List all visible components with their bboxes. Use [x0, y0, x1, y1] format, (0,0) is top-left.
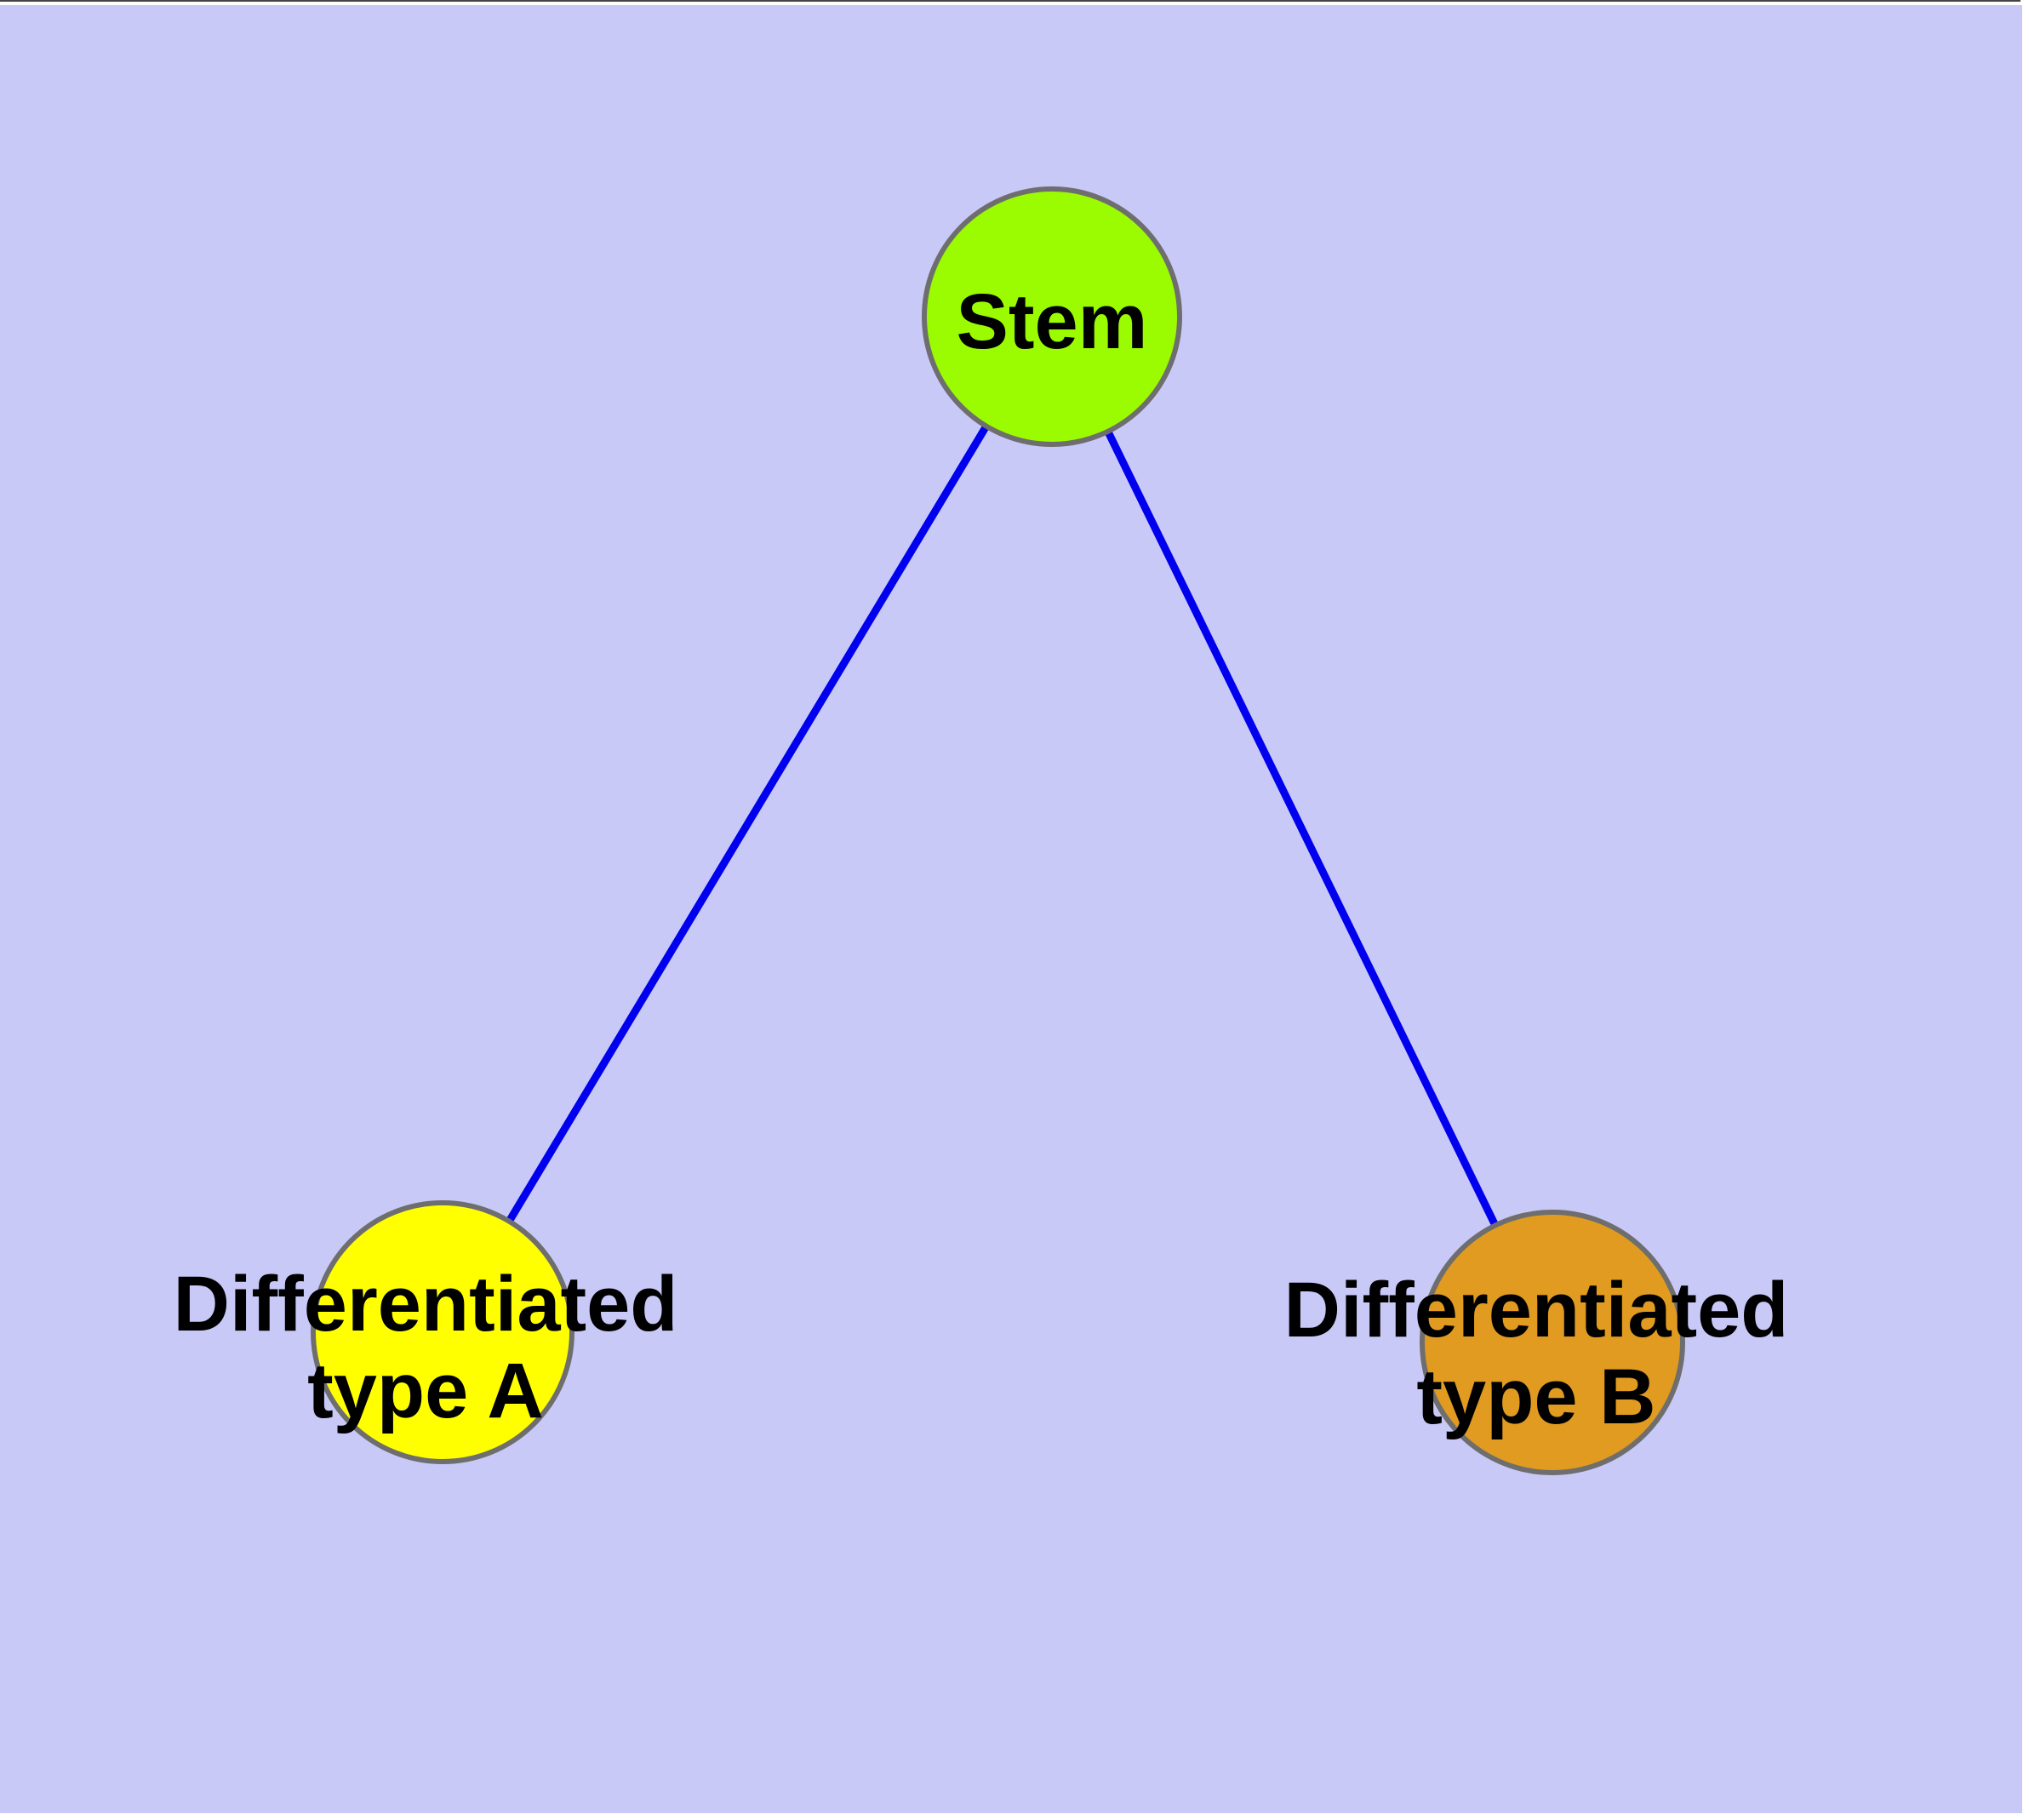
graph-svg — [311, 186, 1685, 1475]
diagram-canvas: Stem Differentiated type A Differentiate… — [0, 5, 2022, 1813]
node-differentiated-type-b[interactable] — [1420, 1210, 1685, 1475]
edge-stem-to-type-a — [438, 312, 1056, 1336]
node-stem[interactable] — [922, 186, 1182, 447]
edge-stem-to-type-b — [1048, 312, 1557, 1347]
node-differentiated-type-a[interactable] — [311, 1200, 574, 1464]
window-top-border — [0, 0, 2020, 2]
